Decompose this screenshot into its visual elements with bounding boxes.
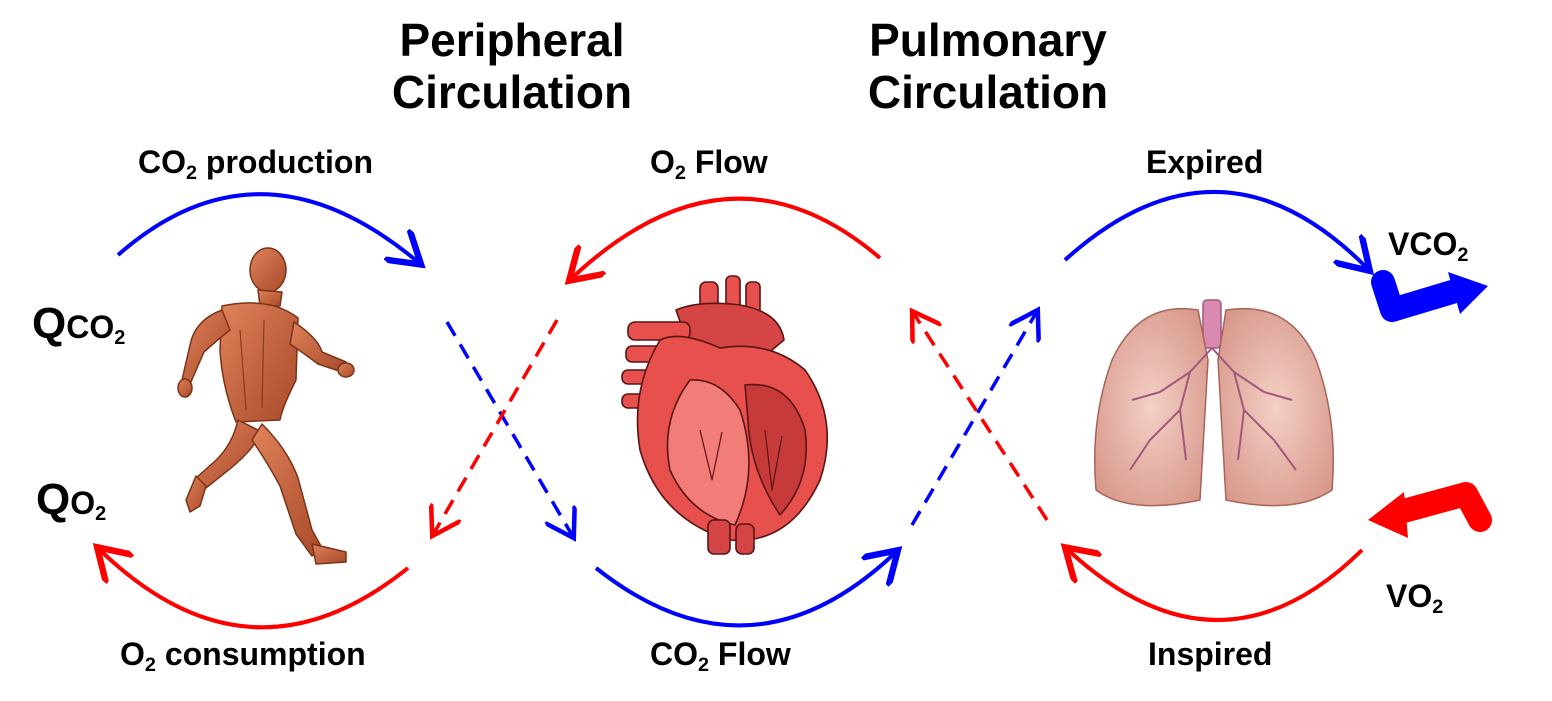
- o2-consumption-arrow: [100, 550, 410, 630]
- vo2-bent-arrow: [1368, 482, 1492, 538]
- vco2-bent-arrow: [1371, 270, 1488, 322]
- dashed-co2-arrow-right: [910, 313, 1036, 526]
- runner-anatomy-icon: [177, 247, 355, 565]
- co2-production-label: CO2 production: [138, 144, 373, 184]
- o2-consumption-label: O2 consumption: [120, 636, 366, 676]
- expired-label: Expired: [1146, 144, 1264, 180]
- inspired-arrow: [1068, 550, 1364, 622]
- lungs-anatomy-icon: [1094, 299, 1334, 507]
- peripheral-circulation-title: Peripheral Circulation: [372, 14, 652, 118]
- co2-flow-arrow: [594, 553, 895, 628]
- qo2-label: QO2: [36, 475, 107, 525]
- heart-anatomy-icon: [621, 275, 829, 555]
- co2-flow-label: CO2 Flow: [650, 636, 791, 676]
- expired-arrow: [1063, 190, 1367, 268]
- vo2-label: VO2: [1386, 578, 1444, 618]
- inspired-label: Inspired: [1148, 636, 1273, 672]
- dashed-co2-arrow-left: [445, 321, 572, 535]
- o2-flow-label: O2 Flow: [650, 144, 768, 184]
- qco2-label: QCO2: [32, 299, 126, 349]
- pulmonary-title-line1: Pulmonary: [869, 14, 1107, 66]
- vco2-label: VCO2: [1388, 226, 1469, 266]
- pulmonary-circulation-title: Pulmonary Circulation: [848, 14, 1128, 118]
- o2-flow-arrow: [572, 196, 882, 278]
- dashed-o2-arrow-right: [914, 314, 1049, 521]
- pulmonary-title-line2: Circulation: [867, 66, 1109, 118]
- dashed-o2-arrow-left: [434, 319, 559, 533]
- co2-production-arrow: [116, 192, 418, 262]
- peripheral-title-line1: Peripheral: [399, 14, 625, 66]
- peripheral-title-line2: Circulation: [391, 66, 633, 118]
